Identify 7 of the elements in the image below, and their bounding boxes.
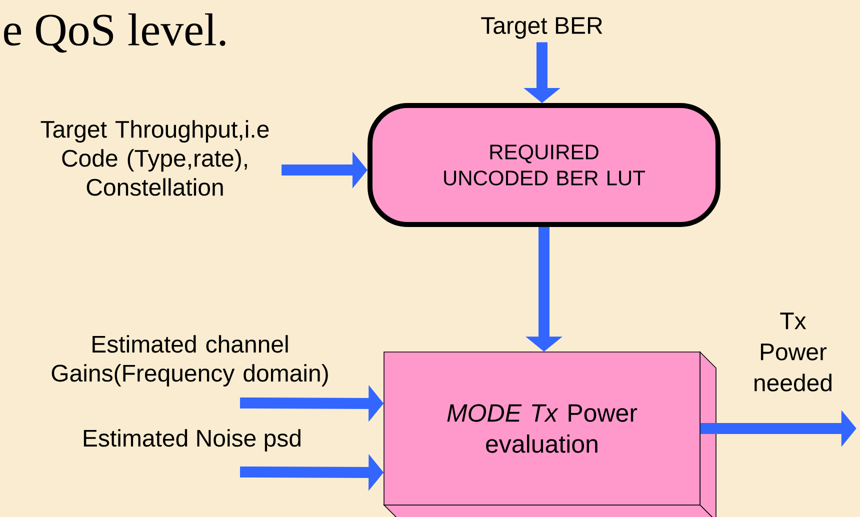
lookup-table-box: REQUIRED UNCODED BER LUT [368,103,720,227]
input-label: Estimated channel Gains(Frequency domain) [52,335,328,386]
input-label: Target BER [481,17,602,39]
edge-label: Tx Power needed [745,310,841,394]
input-label: Target Throughput,i.e Code (Type,rate), Constellation [40,120,269,196]
slide-title: e QoS level. [4,13,226,53]
input-label: Estimated Noise psd [84,429,300,452]
